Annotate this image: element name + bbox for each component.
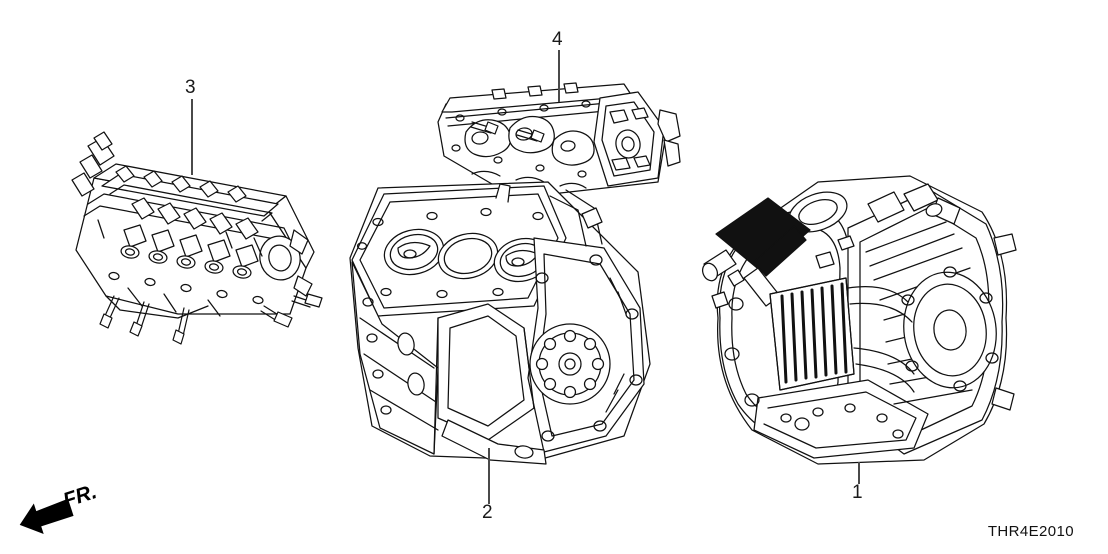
front-arrow-icon	[19, 498, 74, 534]
part-engine-block-assembly[interactable]	[338, 168, 668, 468]
callout-4[interactable]: 4	[552, 29, 563, 50]
leader-line-2	[488, 448, 490, 504]
front-orientation-marker: FR.	[16, 480, 124, 536]
part-transmission-assembly[interactable]	[698, 168, 1018, 478]
leader-line-3	[191, 99, 193, 175]
callout-1[interactable]: 1	[852, 482, 863, 503]
callout-2[interactable]: 2	[482, 502, 493, 523]
callout-3[interactable]: 3	[185, 77, 196, 98]
diagram-code: THR4E2010	[987, 523, 1074, 540]
front-label: FR.	[60, 480, 100, 513]
leader-line-4	[558, 50, 560, 102]
part-front-cylinder-head-assembly[interactable]	[58, 100, 323, 345]
part-rear-cylinder-head-assembly[interactable]	[432, 82, 682, 212]
leader-line-1	[858, 462, 860, 484]
